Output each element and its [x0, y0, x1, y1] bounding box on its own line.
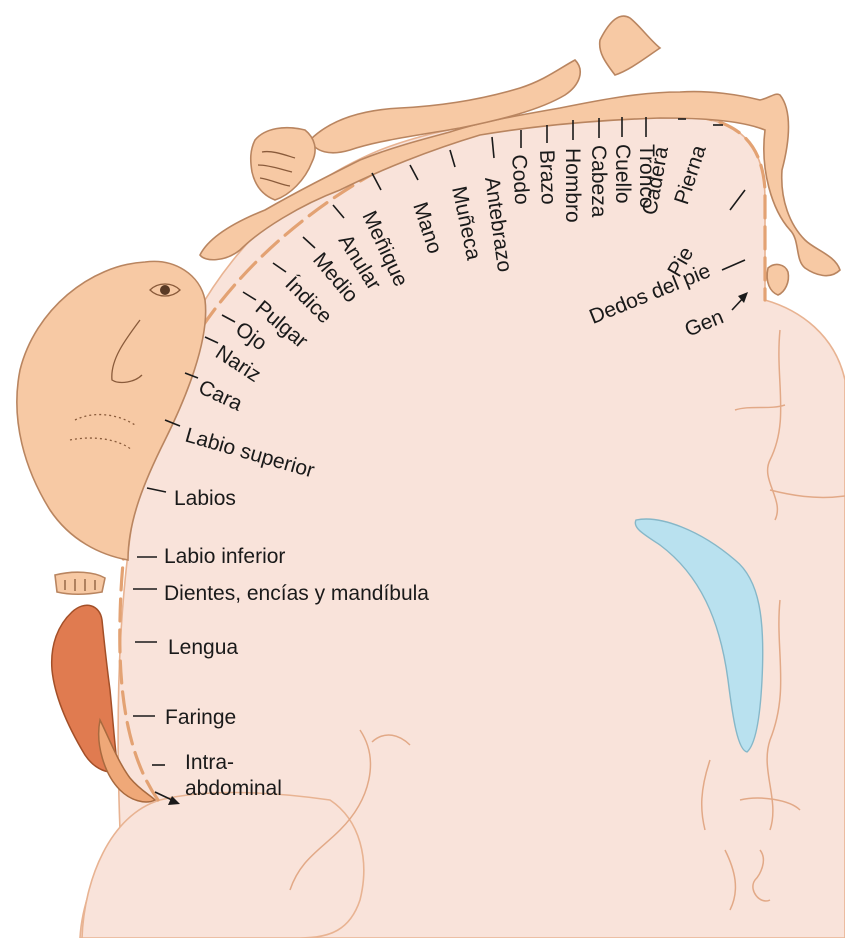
label-cuello: Cuello — [611, 144, 634, 204]
homunculus-foot — [767, 265, 788, 295]
label-dientes: Dientes, encías y mandíbula — [164, 582, 429, 605]
homunculus-teeth — [55, 572, 105, 594]
label-faringe: Faringe — [165, 706, 236, 729]
label-intra-line1: Intra- — [185, 751, 234, 774]
label-codo: Codo — [507, 154, 533, 206]
label-intra-line2: abdominal — [185, 777, 282, 800]
label-labio-inferior: Labio inferior — [164, 545, 285, 568]
label-labios: Labios — [174, 487, 236, 510]
label-lengua: Lengua — [168, 636, 238, 659]
label-brazo: Brazo — [535, 149, 560, 205]
pupil-icon — [160, 285, 170, 295]
label-cabeza: Cabeza — [587, 145, 610, 218]
label-hombro: Hombro — [561, 148, 584, 223]
homunculus-head — [600, 16, 660, 75]
